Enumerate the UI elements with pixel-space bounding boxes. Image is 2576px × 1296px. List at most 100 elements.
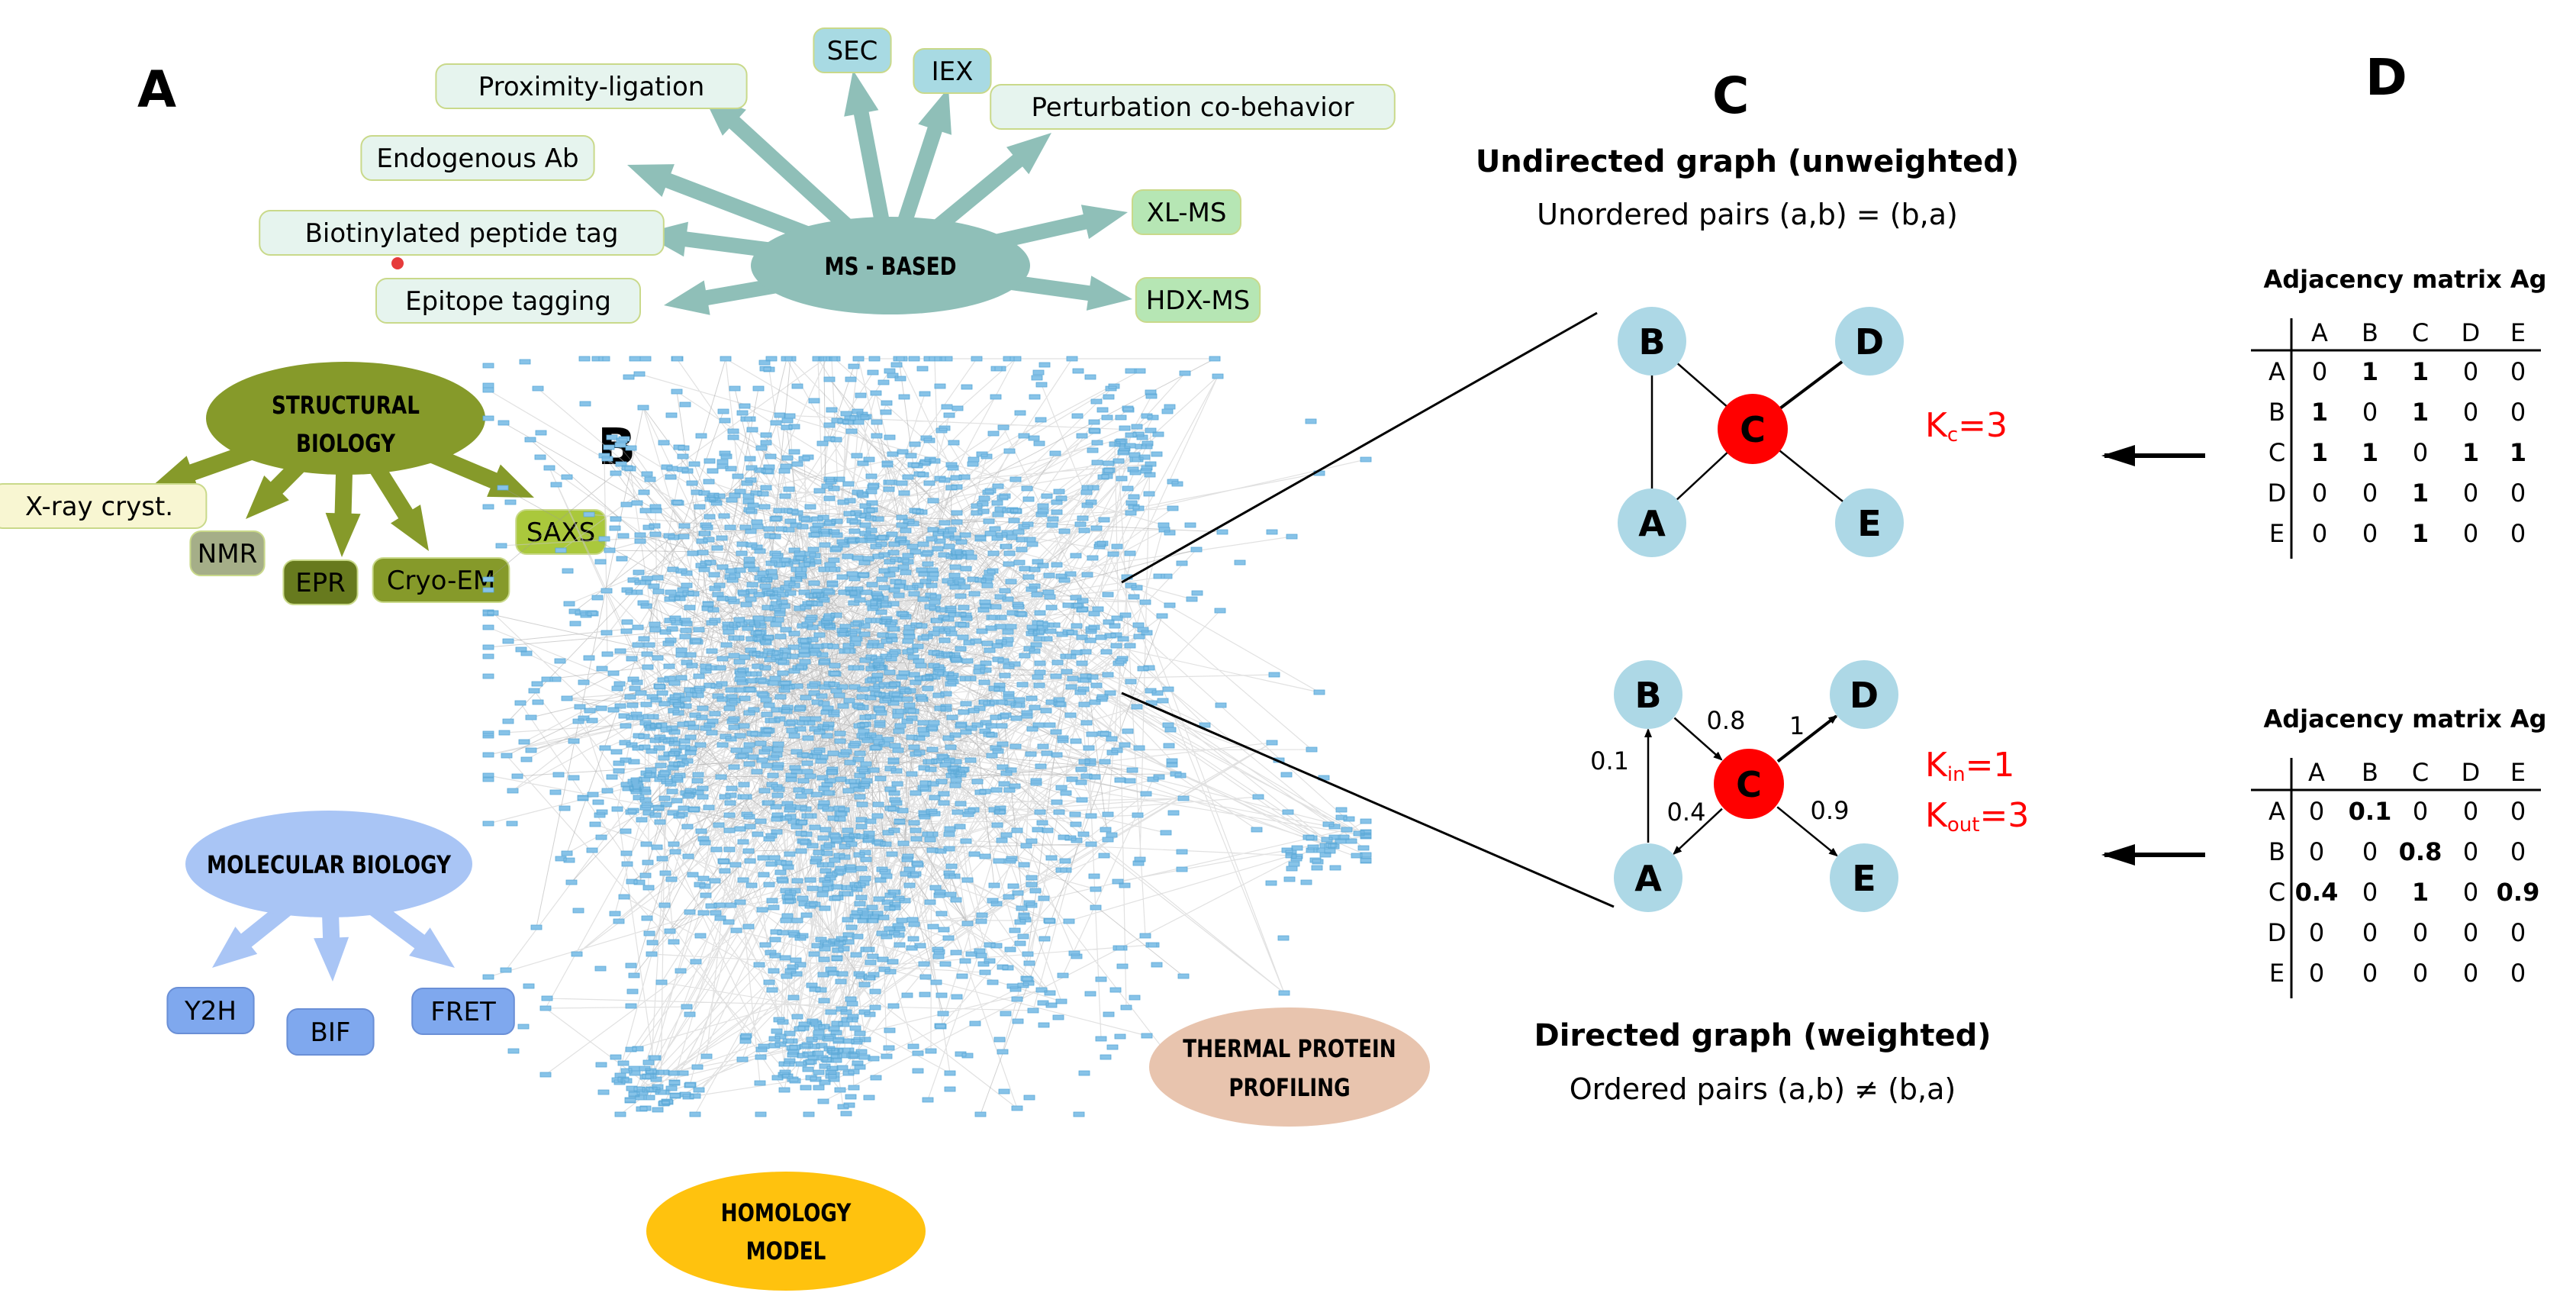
matU-cell-3-2: 1 (2412, 479, 2429, 508)
structural-biology-hub (206, 362, 485, 475)
matD-cell-2-2: 1 (2412, 878, 2429, 907)
matD-cell-2-3: 0 (2463, 878, 2478, 907)
matU-cell-4-3: 0 (2463, 519, 2478, 548)
struct-method-1-label: NMR (198, 539, 257, 569)
d-weight-BC: 0.8 (1707, 706, 1746, 735)
matU-row-E: E (2269, 519, 2285, 548)
matU-cell-4-1: 0 (2362, 519, 2378, 548)
matD-col-A: A (2308, 758, 2325, 787)
ms-based-group: MS - BASEDSECIEXProximity-ligationPertur… (259, 27, 1396, 324)
u-node-C (1718, 394, 1788, 464)
matU-cell-3-1: 0 (2362, 479, 2378, 508)
undirected-subtitle: Unordered pairs (a,b) = (b,a) (1537, 198, 1958, 231)
ms-method-8-box (1135, 277, 1261, 323)
matU-cell-4-2: 1 (2412, 519, 2429, 548)
matD-cell-0-3: 0 (2463, 797, 2478, 826)
structural-hub-label-1: STRUCTURAL (272, 391, 420, 419)
u-node-label-B: B (1638, 321, 1665, 363)
d-weight-CA: 0.4 (1667, 798, 1706, 827)
d-node-label-C: C (1736, 764, 1762, 805)
undirected-title: Undirected graph (unweighted) (1476, 144, 2019, 179)
matU-cell-0-3: 0 (2463, 357, 2478, 386)
matD-row-A: A (2268, 797, 2285, 826)
matD-col-C: C (2412, 758, 2429, 787)
matU-cell-0-0: 0 (2312, 357, 2327, 386)
matU-row-D: D (2268, 479, 2287, 508)
molecular-biology-hub (185, 811, 472, 917)
ms-method-3-box (990, 84, 1396, 130)
matU-cell-1-2: 1 (2412, 398, 2429, 427)
matD-row-E: E (2269, 959, 2285, 988)
matD-cell-0-0: 0 (2309, 797, 2324, 826)
d-weight-AB: 0.1 (1590, 746, 1629, 775)
matD-cell-1-3: 0 (2463, 837, 2478, 866)
d-node-label-E: E (1852, 858, 1876, 899)
network-nodes (482, 356, 1372, 1117)
matD-cell-2-1: 0 (2362, 878, 2378, 907)
ms-method-2-label: Proximity-ligation (478, 72, 705, 102)
matU-cell-1-0: 1 (2311, 398, 2328, 427)
matD-cell-3-1: 0 (2362, 918, 2378, 947)
matD-cell-4-0: 0 (2309, 959, 2324, 988)
matU-row-B: B (2268, 398, 2285, 427)
thermal-profiling-node: THERMAL PROTEIN PROFILING (1149, 1007, 1430, 1127)
directed-subtitle: Ordered pairs (a,b) ≠ (b,a) (1570, 1072, 1956, 1106)
ms-method-4-box (360, 135, 595, 181)
mol-method-2-label: FRET (430, 997, 496, 1027)
struct-arrow-2 (325, 466, 361, 557)
mol-arrow-1 (314, 901, 349, 982)
ms-arrow-3 (921, 133, 1051, 243)
struct-method-2-label: EPR (295, 568, 346, 598)
ms-arrow-0 (844, 70, 890, 224)
d-edge-BC (1673, 717, 1723, 761)
matD-row-C: C (2268, 878, 2285, 907)
matU-row-A: A (2268, 357, 2285, 386)
ms-method-7-box (375, 278, 641, 324)
matD-col-E: E (2510, 758, 2526, 787)
struct-arrow-3 (367, 460, 429, 551)
ms-based-hub-label: MS - BASED (824, 252, 956, 280)
d-weight-CE: 0.9 (1811, 796, 1850, 825)
matU-cell-1-4: 0 (2510, 398, 2526, 427)
u-node-label-D: D (1855, 321, 1884, 363)
matD-cell-1-2: 0.8 (2399, 837, 2442, 866)
matD-cell-1-1: 0 (2362, 837, 2378, 866)
matD-cell-0-1: 0.1 (2349, 797, 2392, 826)
matD-cell-0-4: 0 (2510, 797, 2526, 826)
struct-method-3-box (372, 557, 510, 603)
d-edge-CD (1776, 714, 1838, 763)
mol-method-0-label: Y2H (184, 996, 237, 1027)
u-node-B (1618, 307, 1686, 376)
matD-row-D: D (2268, 918, 2287, 947)
matU-cell-1-3: 0 (2463, 398, 2478, 427)
mol-method-0-box (166, 987, 255, 1034)
structural-hub-label-2: BIOLOGY (296, 429, 396, 457)
molecular-hub-label: MOLECULAR BIOLOGY (207, 850, 452, 879)
mol-method-2-box (411, 988, 515, 1035)
thermal-label-1: THERMAL PROTEIN (1183, 1034, 1396, 1062)
struct-method-0-label: X-ray cryst. (25, 492, 173, 522)
ms-method-1-box (913, 48, 992, 94)
panel-label-d: D (2365, 48, 2407, 107)
ms-method-6-box (259, 210, 665, 256)
ms-method-5-box (1132, 189, 1241, 235)
matU-cell-0-1: 1 (2362, 357, 2378, 386)
matD-cell-3-4: 0 (2510, 918, 2526, 947)
matD-col-D: D (2462, 758, 2481, 787)
d-node-B (1614, 660, 1682, 729)
d-edge-CA (1673, 808, 1723, 856)
struct-method-1-box (189, 530, 266, 576)
homology-label-1: HOMOLOGY (721, 1198, 852, 1227)
mol-method-1-box (286, 1008, 375, 1056)
d-edge-CE (1776, 806, 1838, 857)
zoom-line-top (1121, 311, 1598, 584)
ms-method-2-box (435, 63, 748, 109)
homology-label-2: MODEL (746, 1236, 826, 1265)
u-node-label-C: C (1740, 409, 1766, 450)
